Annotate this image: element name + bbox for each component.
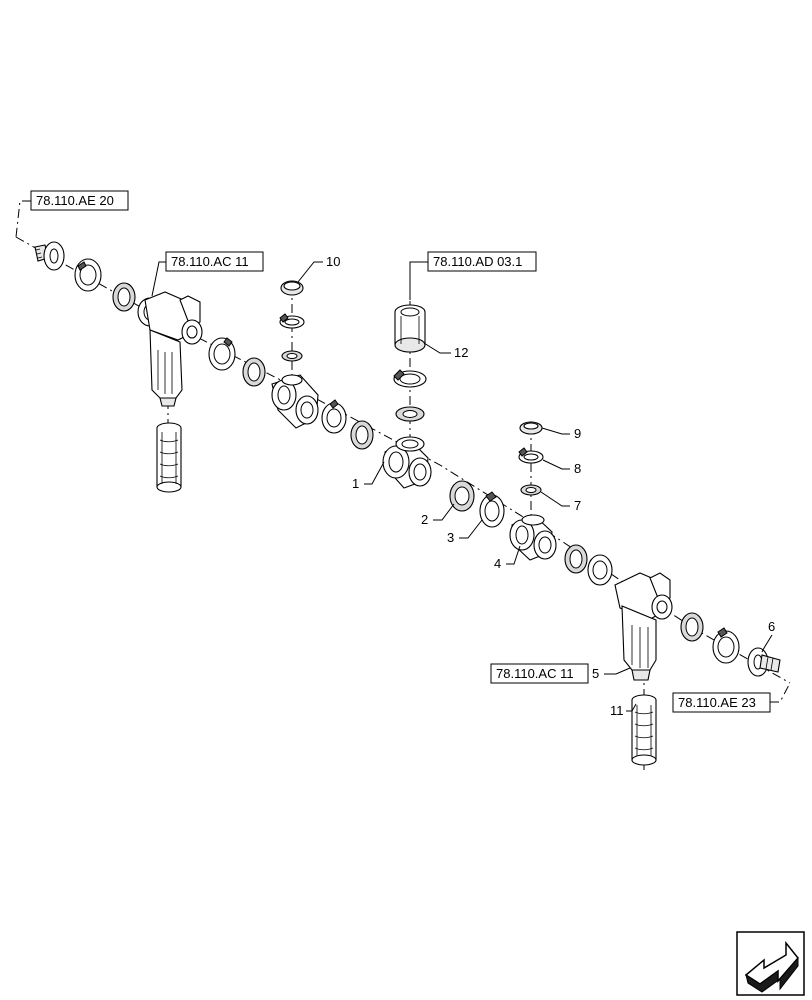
callout-1-label: 1 bbox=[352, 476, 359, 491]
hose-tail-6 bbox=[747, 647, 781, 677]
callout-3: 3 bbox=[447, 519, 483, 545]
hose-sleeve-12 bbox=[394, 304, 426, 353]
clamp-left-2 bbox=[208, 337, 236, 371]
clamp-right-2 bbox=[712, 627, 740, 664]
tee-fitting-4 bbox=[509, 514, 557, 561]
callout-12: 12 bbox=[423, 342, 468, 360]
callout-1: 1 bbox=[352, 461, 385, 491]
cap-10 bbox=[280, 280, 304, 296]
clamp-left-1 bbox=[74, 258, 102, 292]
reference-ac11-right-label: 78.110.AC 11 bbox=[496, 666, 574, 681]
clamp-8 bbox=[518, 447, 544, 464]
callout-3-label: 3 bbox=[447, 530, 454, 545]
callout-5-label: 5 bbox=[592, 666, 599, 681]
filter-screen-left bbox=[156, 422, 182, 493]
callout-8-label: 8 bbox=[574, 461, 581, 476]
gasket-right-2 bbox=[680, 612, 704, 642]
gasket-left-1 bbox=[112, 282, 136, 312]
tee-fitting-1 bbox=[382, 436, 432, 489]
gasket-2 bbox=[449, 480, 475, 512]
reference-ae20[interactable]: 78.110.AE 20 bbox=[30, 190, 129, 211]
gasket-vertical-center bbox=[395, 406, 425, 422]
reference-ac11-left[interactable]: 78.110.AC 11 bbox=[165, 251, 264, 272]
reference-ac11-left-label: 78.110.AC 11 bbox=[171, 254, 249, 269]
filter-screen-11 bbox=[631, 694, 657, 766]
reference-ad031[interactable]: 78.110.AD 03.1 bbox=[427, 251, 537, 272]
callout-5: 5 bbox=[592, 666, 631, 681]
gasket-mid-1 bbox=[350, 420, 374, 450]
clamp-mid-1 bbox=[321, 399, 347, 434]
gasket-7 bbox=[520, 484, 542, 496]
callout-10: 10 bbox=[297, 254, 340, 283]
callout-9-label: 9 bbox=[574, 426, 581, 441]
clamp-3 bbox=[479, 491, 505, 528]
callout-9: 9 bbox=[541, 426, 581, 441]
callout-7: 7 bbox=[540, 491, 581, 513]
callout-6-label: 6 bbox=[768, 619, 775, 634]
next-page-arrow-icon[interactable] bbox=[736, 931, 805, 996]
gasket-left-2 bbox=[242, 357, 266, 387]
callout-4: 4 bbox=[494, 545, 521, 571]
callout-8: 8 bbox=[542, 459, 581, 476]
callout-6: 6 bbox=[761, 619, 775, 653]
callout-7-label: 7 bbox=[574, 498, 581, 513]
callout-10-label: 10 bbox=[326, 254, 340, 269]
clamp-vertical-center bbox=[393, 369, 427, 388]
reference-ae23-label: 78.110.AE 23 bbox=[678, 695, 756, 710]
clamp-right-1 bbox=[587, 554, 613, 586]
callout-2-label: 2 bbox=[421, 512, 428, 527]
clamp-vertical-left bbox=[279, 313, 305, 329]
reference-ac11-right[interactable]: 78.110.AC 11 bbox=[490, 663, 589, 684]
gasket-right-1 bbox=[564, 544, 588, 574]
tee-fitting-left bbox=[271, 374, 319, 429]
callout-11-label: 11 bbox=[610, 703, 624, 718]
filter-housing-left bbox=[137, 291, 203, 407]
hose-tail-left bbox=[34, 241, 65, 271]
callout-12-label: 12 bbox=[454, 345, 468, 360]
cap-9 bbox=[519, 421, 543, 435]
gasket-vertical-left bbox=[281, 350, 303, 362]
reference-ad031-label: 78.110.AD 03.1 bbox=[433, 254, 522, 269]
reference-ae23[interactable]: 78.110.AE 23 bbox=[672, 692, 771, 713]
callout-2: 2 bbox=[421, 503, 455, 527]
filter-housing-5 bbox=[614, 572, 673, 681]
callout-4-label: 4 bbox=[494, 556, 501, 571]
callout-11: 11 bbox=[610, 703, 637, 718]
reference-ae20-label: 78.110.AE 20 bbox=[36, 193, 114, 208]
